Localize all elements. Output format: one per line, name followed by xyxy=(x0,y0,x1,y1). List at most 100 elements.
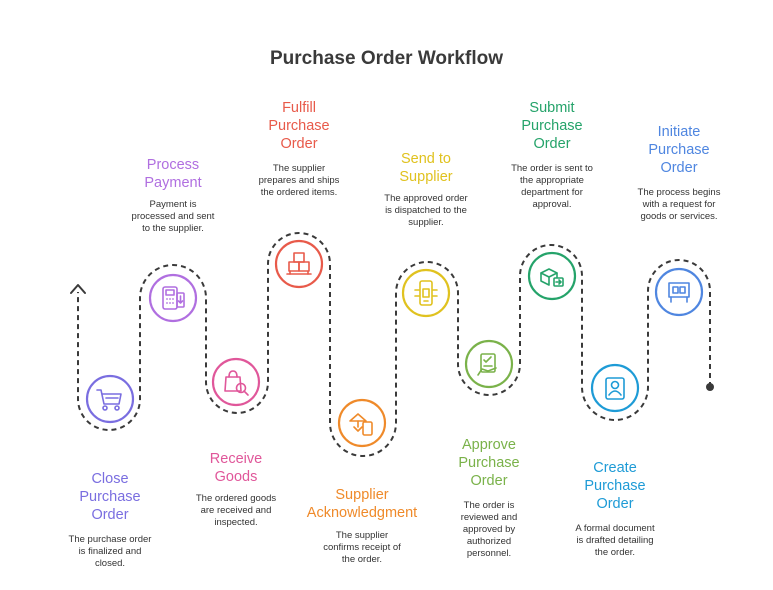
step-description-line: processed and sent xyxy=(131,211,215,222)
step-title-line: Goods xyxy=(214,469,258,485)
shopping-cart-icon xyxy=(96,389,122,411)
step-title-line: Fulfill xyxy=(282,100,316,116)
step-title-line: Approve xyxy=(461,437,516,453)
flow-end-arrow xyxy=(70,284,86,294)
step-title-line: Receive xyxy=(209,451,263,467)
step-title-line: Process xyxy=(146,157,200,173)
step-title-line: Initiate xyxy=(657,124,701,140)
step-circle-receive xyxy=(211,357,261,407)
step-title-line: Purchase xyxy=(458,455,520,471)
step-description-line: personnel. xyxy=(466,548,512,559)
step-description-line: the ordered items. xyxy=(260,187,338,198)
step-description-line: The order is xyxy=(463,500,515,511)
step-circle-payment xyxy=(148,273,198,323)
step-title-line: Order xyxy=(91,507,129,523)
step-circle-send xyxy=(401,268,451,318)
boxes-stack-icon xyxy=(286,252,312,275)
step-circle-initiate xyxy=(654,267,704,317)
document-person-icon xyxy=(605,377,625,400)
step-title-line: Submit xyxy=(529,100,575,116)
step-description-line: supplier. xyxy=(408,217,444,228)
approval-hand-icon xyxy=(477,353,497,376)
step-title-line: Order xyxy=(660,160,698,176)
step-title-line: Close xyxy=(91,471,129,487)
step-description-line: approval. xyxy=(532,199,572,210)
step-description-line: The order is sent to xyxy=(511,163,593,174)
step-description-line: inspected. xyxy=(214,517,258,528)
mobile-dispatch-icon xyxy=(414,280,438,306)
step-description-line: The ordered goods xyxy=(195,493,277,504)
step-description-line: The supplier xyxy=(335,530,389,541)
step-title-line: Order xyxy=(470,473,508,489)
step-title-line: Order xyxy=(533,136,571,152)
step-title-line: Purchase xyxy=(584,478,646,494)
step-description-line: the order. xyxy=(594,547,636,558)
step-description-line: to the supplier. xyxy=(142,223,204,234)
step-description-line: is dispatched to the xyxy=(385,205,467,216)
step-description-line: The approved order xyxy=(384,193,468,204)
step-description-line: Payment is xyxy=(149,199,197,210)
flow-dashed-line xyxy=(77,232,711,457)
step-description-line: goods or services. xyxy=(640,211,718,222)
step-description-line: the appropriate xyxy=(520,175,584,186)
step-title-line: Purchase xyxy=(648,142,710,158)
step-title-line: Acknowledgment xyxy=(306,505,418,521)
step-title-line: Create xyxy=(593,460,637,476)
step-description-line: The supplier xyxy=(272,163,326,174)
step-description-line: approved by xyxy=(462,524,516,535)
step-description-line: closed. xyxy=(94,558,126,569)
step-description-line: authorized xyxy=(466,536,512,547)
step-title-line: Supplier xyxy=(399,169,453,185)
step-title-line: Purchase xyxy=(268,118,330,134)
step-description-line: The process begins xyxy=(637,187,721,198)
step-description-line: the order. xyxy=(341,554,383,565)
step-description-line: confirms receipt of xyxy=(323,542,401,553)
step-circle-acknowledge xyxy=(337,398,387,448)
payment-terminal-icon xyxy=(162,286,185,310)
receipt-confirm-icon xyxy=(349,413,373,436)
step-title-line: Supplier xyxy=(335,487,389,503)
step-circle-close xyxy=(85,374,135,424)
step-description-line: reviewed and xyxy=(460,512,518,523)
step-description-line: The purchase order xyxy=(68,534,152,545)
step-description-line: are received and xyxy=(200,505,272,516)
step-description-line: A formal document xyxy=(575,523,655,534)
flow-start-dot xyxy=(706,383,714,391)
step-circle-approve xyxy=(464,339,514,389)
step-title-line: Payment xyxy=(144,175,202,191)
billboard-icon xyxy=(668,282,690,303)
step-description-line: department for xyxy=(521,187,583,198)
step-title-line: Order xyxy=(280,136,318,152)
step-description-line: prepares and ships xyxy=(258,175,340,186)
step-title-send: Send to Supplier xyxy=(361,150,491,186)
package-send-icon xyxy=(540,268,564,287)
step-title-line: Purchase xyxy=(79,489,141,505)
step-title-line: Order xyxy=(596,496,634,512)
step-title-line: Send to xyxy=(401,151,451,167)
step-title-line: Purchase xyxy=(521,118,583,134)
step-description-line: is finalized and xyxy=(78,546,142,557)
bag-search-icon xyxy=(224,370,249,396)
step-description-line: is drafted detailing xyxy=(576,535,654,546)
step-description-line: with a request for xyxy=(642,199,716,210)
